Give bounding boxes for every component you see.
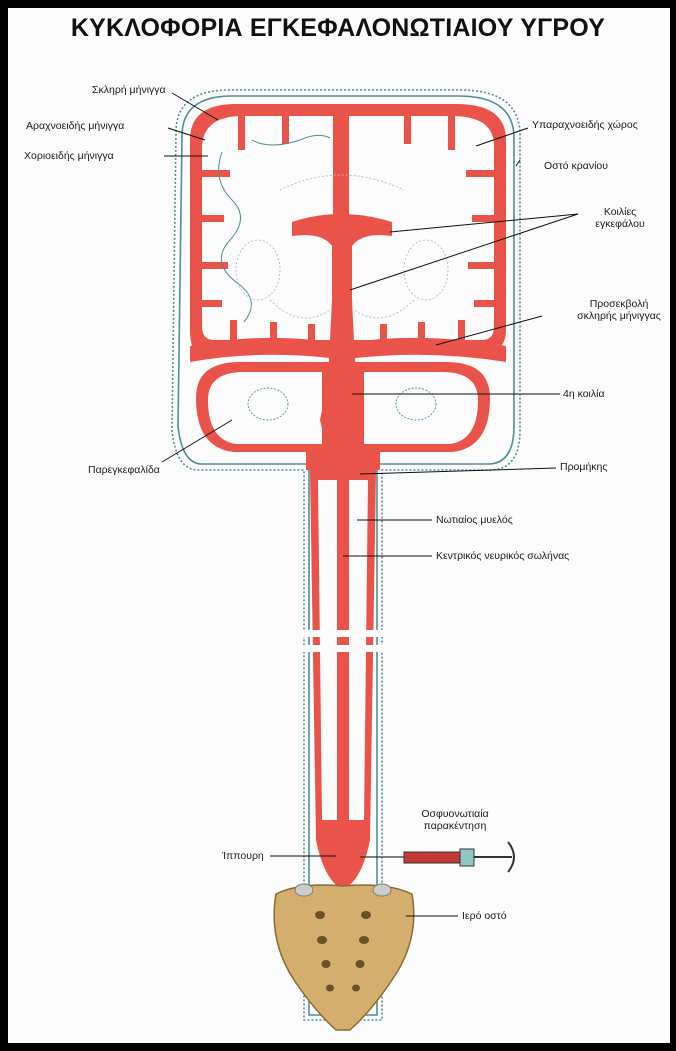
label-fourth-ventricle: 4η κοιλία	[563, 388, 605, 400]
label-subarachnoid-space: Υπαραχνοειδής χώρος	[532, 119, 638, 131]
label-puncture-line1: Οσφυονωτιαία	[410, 808, 500, 820]
label-tentorium-line1: Προσεκβολή	[568, 298, 670, 310]
label-choroid: Χοριοειδής μήνιγγα	[24, 150, 114, 162]
label-medulla: Προμήκης	[560, 461, 607, 473]
label-cerebellum: Παρεγκεφαλίδα	[88, 464, 160, 476]
label-arachnoid: Αραχνοειδής μήνιγγα	[26, 120, 124, 132]
label-ventricles-line2: εγκεφάλου	[584, 218, 656, 230]
label-dura-mater: Σκληρή μήνιγγα	[92, 84, 166, 96]
syringe	[360, 842, 514, 872]
label-central-canal: Κεντρικός νευρικός σωλήνας	[436, 550, 569, 562]
label-cauda-equina: Ίππουρη	[222, 850, 264, 862]
break-top	[300, 630, 386, 637]
label-tentorium: Προσεκβολή σκληρής μήνιγγας	[568, 298, 670, 322]
label-spinal-cord: Νωτιαίος μυελός	[436, 514, 513, 526]
label-skull-bone: Οστό κρανίου	[544, 160, 608, 172]
label-ventricles-line1: Κοιλίες	[584, 206, 656, 218]
thalamus-right	[352, 240, 372, 284]
break-bottom	[300, 645, 386, 652]
thalamus-left	[312, 240, 332, 284]
cerebellum-right	[364, 372, 478, 444]
label-ventricles: Κοιλίες εγκεφάλου	[584, 206, 656, 230]
label-lumbar-puncture: Οσφυονωτιαία παρακέντηση	[410, 808, 500, 832]
label-tentorium-line2: σκληρής μήνιγγας	[568, 310, 670, 322]
longitudinal-fissure	[333, 104, 349, 194]
sacrum-bone	[274, 884, 414, 1030]
label-puncture-line2: παρακέντηση	[410, 820, 500, 832]
label-sacrum: Ιερό οστό	[462, 910, 507, 922]
cerebellum-left	[208, 372, 322, 444]
